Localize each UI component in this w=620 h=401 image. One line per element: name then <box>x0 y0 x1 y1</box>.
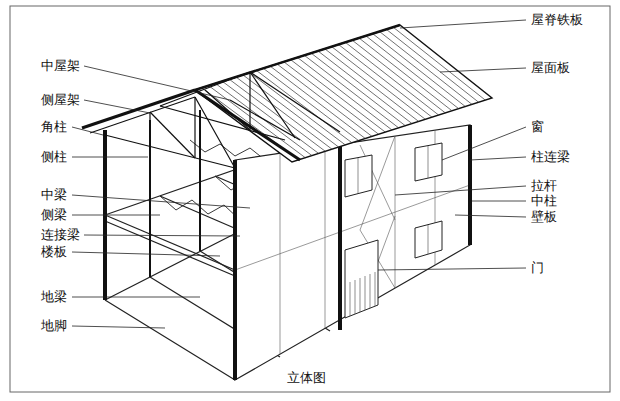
part-label: 屋脊铁板 <box>530 12 584 28</box>
part-label: 屋面板 <box>530 60 571 76</box>
roof-rib <box>359 38 452 111</box>
part-label: 连接梁 <box>40 227 81 243</box>
roof-rib <box>380 32 473 105</box>
roof-rib <box>325 49 419 122</box>
frame <box>10 6 610 392</box>
caption: 立体图 <box>286 370 327 386</box>
roof-rib <box>311 53 405 126</box>
part-label: 窗 <box>530 119 545 135</box>
roof-rib <box>352 40 445 113</box>
roof-rib <box>393 27 485 100</box>
part-label: 中柱 <box>530 193 558 209</box>
part-label: 侧柱 <box>40 149 68 165</box>
roof-rib <box>291 60 386 132</box>
roof-rib <box>373 34 466 107</box>
roof-rib <box>318 51 412 124</box>
part-label: 中梁 <box>40 187 68 203</box>
roof-rib <box>270 66 365 138</box>
part-label: 侧梁 <box>40 207 68 223</box>
part-label: 拉杆 <box>530 178 558 194</box>
part-label: 地脚 <box>40 318 68 334</box>
part-label: 门 <box>530 260 545 276</box>
part-label: 角柱 <box>40 119 68 135</box>
part-label: 地梁 <box>40 289 68 305</box>
roof-rib <box>345 42 438 115</box>
part-label: 壁板 <box>530 209 558 225</box>
part-label: 柱连梁 <box>530 149 571 165</box>
roof-rib <box>366 36 459 109</box>
part-label: 中屋架 <box>40 58 81 74</box>
roof-rib <box>332 47 426 120</box>
part-label: 楼板 <box>40 244 68 260</box>
roof-rib <box>339 45 433 118</box>
roof-rib <box>298 58 393 131</box>
roof-rib <box>386 29 478 102</box>
part-label: 侧屋架 <box>40 92 81 108</box>
roof-rib <box>284 62 379 134</box>
